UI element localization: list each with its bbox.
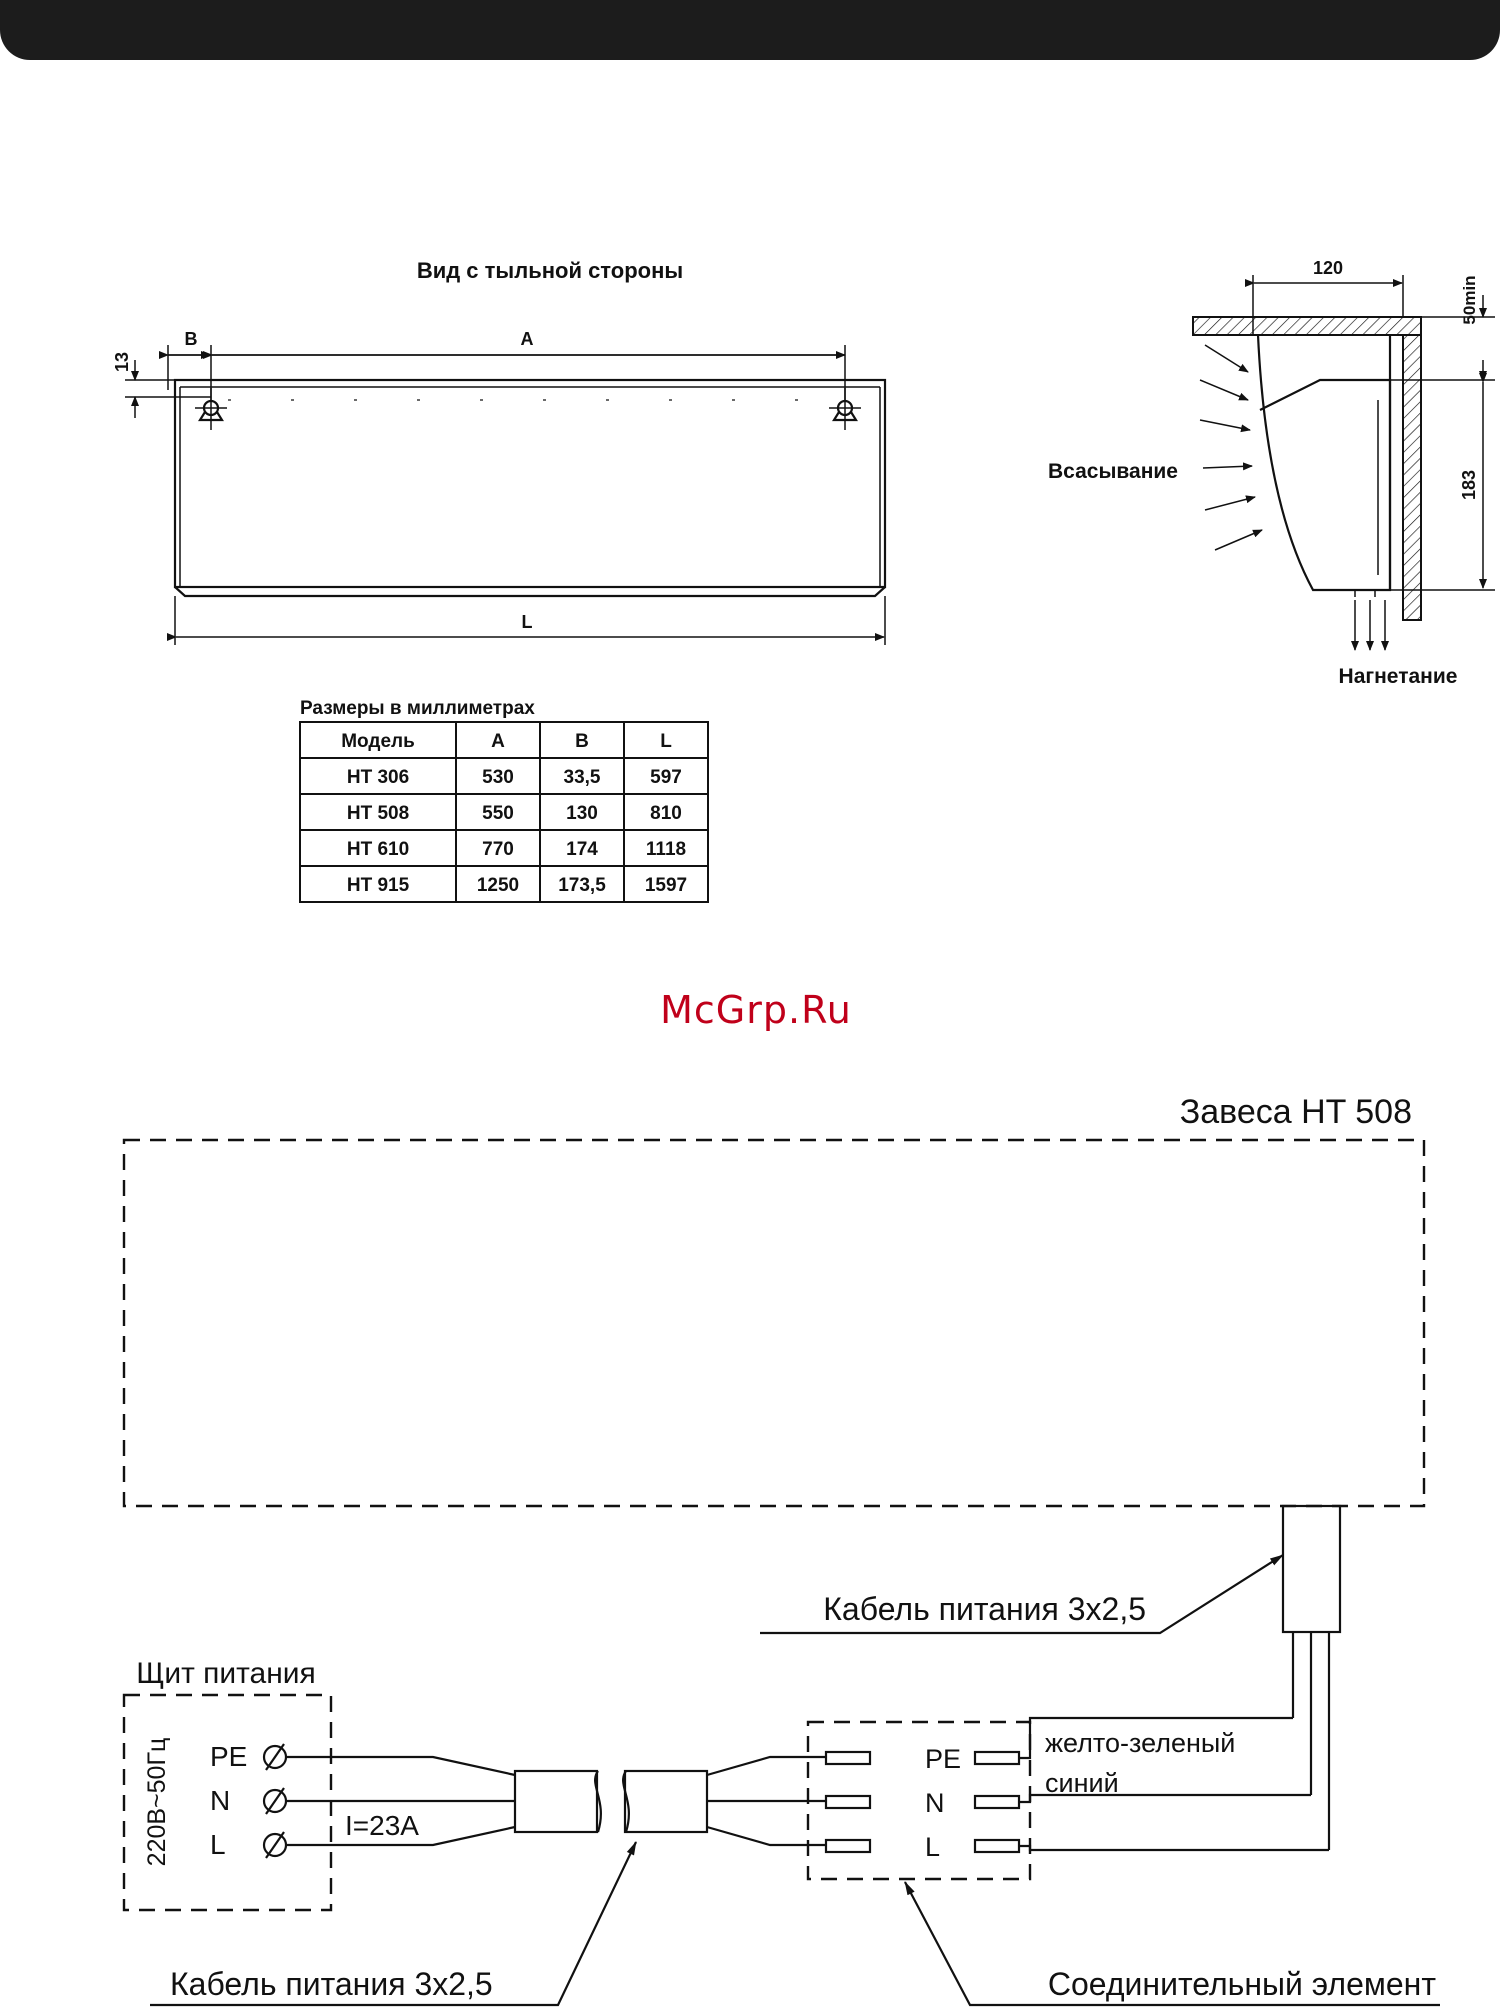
- table-cell: 530: [482, 767, 514, 788]
- dim-a-label: A: [521, 329, 534, 349]
- wire-yellow-green-label: желто-зеленый: [1045, 1728, 1235, 1758]
- table-cell: 1597: [645, 875, 687, 896]
- rear-view-drawing: Вид с тыльной стороны B A: [112, 258, 887, 645]
- table-cell: 770: [482, 839, 514, 860]
- cable-segment-right: [623, 1769, 709, 1834]
- curtain-body-rear: [173, 378, 887, 589]
- table-cell: 1250: [477, 875, 519, 896]
- rear-view-title: Вид с тыльной стороны: [417, 258, 683, 283]
- cable-label-bottom: Кабель питания 3x2,5: [170, 1966, 493, 2002]
- panel-label: Щит питания: [136, 1657, 316, 1690]
- table-cell: HT 915: [347, 875, 410, 896]
- panel-terminal-pe: PE: [210, 1741, 247, 1772]
- cable-label-top: Кабель питания 3x2,5: [823, 1591, 1146, 1627]
- dim-183-label: 183: [1459, 470, 1479, 500]
- curtain-label: Завеса HT 508: [1180, 1093, 1412, 1131]
- terminal-screw-n: [262, 1787, 288, 1815]
- wiring-diagram: Завеса HT 508 Кабель питания 3x2,5 Щит п…: [122, 1093, 1440, 2007]
- wall: [1402, 334, 1422, 621]
- watermark: McGrp.Ru: [660, 988, 852, 1032]
- table-cell: 550: [482, 803, 514, 824]
- table-cell: 174: [566, 839, 598, 860]
- dim-13-label: 13: [112, 352, 132, 372]
- terminal-screw-pe: [262, 1743, 288, 1771]
- terminal-screw-l: [262, 1831, 288, 1859]
- connector-label: Соединительный элемент: [1048, 1966, 1436, 2002]
- header-bar: [0, 0, 1500, 60]
- table-header-l: L: [660, 731, 672, 752]
- curtain-outline: [122, 1138, 1426, 1508]
- connector-terminal-n: N: [925, 1788, 945, 1818]
- outlet-arrows: [1351, 600, 1389, 651]
- table-cell: HT 610: [347, 839, 409, 860]
- power-panel: [122, 1693, 333, 1912]
- curtain-profile: [1256, 334, 1392, 592]
- outlet-label: Нагнетание: [1339, 665, 1458, 688]
- table-cell: 130: [566, 803, 598, 824]
- table-cell: HT 508: [347, 803, 409, 824]
- dim-120-label: 120: [1313, 258, 1343, 278]
- dim-50min-label: 50min: [1460, 275, 1479, 324]
- cable-gland: [1281, 1504, 1342, 1634]
- connector-terminal-pe: PE: [925, 1744, 961, 1774]
- side-view-drawing: 120 50min 183 Всасывание Нагнетание: [1048, 258, 1495, 688]
- table-header-a: A: [491, 731, 505, 752]
- connector-block: [806, 1720, 1032, 1881]
- current-label: I=23A: [345, 1810, 419, 1841]
- ceiling-slab: [1192, 316, 1422, 336]
- table-cell: 33,5: [564, 767, 601, 788]
- table-cell: HT 306: [347, 767, 409, 788]
- table-cell: 597: [650, 767, 682, 788]
- intake-label: Всасывание: [1048, 460, 1178, 483]
- panel-terminal-n: N: [210, 1785, 230, 1816]
- cable-segment-left: [513, 1769, 599, 1834]
- voltage-label: 220В~50Гц: [143, 1738, 171, 1867]
- intake-arrows: [1199, 344, 1263, 551]
- table-cell: 173,5: [558, 875, 606, 896]
- curtain-bottom-edge: [174, 586, 886, 598]
- dimensions-table: Размеры в миллиметрах Модель A B L HT 30…: [299, 698, 709, 903]
- connector-terminal-l: L: [925, 1832, 940, 1862]
- table-caption: Размеры в миллиметрах: [300, 698, 535, 719]
- table-header-b: B: [575, 731, 589, 752]
- table-cell: 1118: [646, 839, 686, 860]
- table-cell: 810: [650, 803, 682, 824]
- dim-b-label: B: [185, 329, 198, 349]
- table-header-model: Модель: [341, 731, 415, 752]
- panel-terminal-l: L: [210, 1829, 226, 1860]
- dim-l-label: L: [522, 612, 533, 632]
- wire-blue-label: синий: [1045, 1768, 1119, 1798]
